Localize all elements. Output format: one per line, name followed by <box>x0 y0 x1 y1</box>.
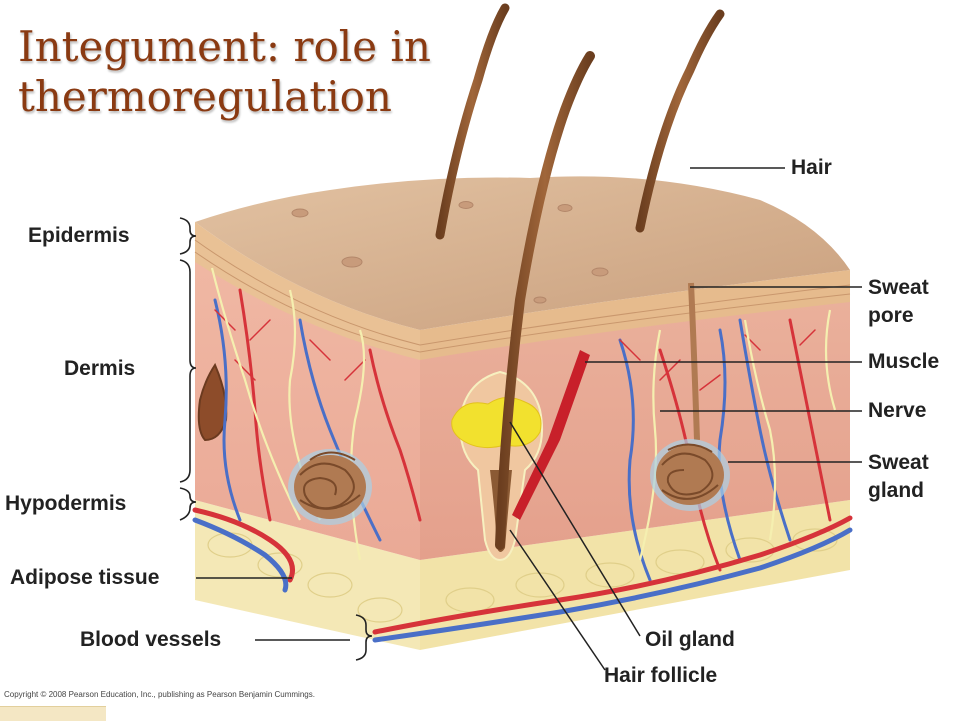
label-dermis: Dermis <box>64 357 136 380</box>
label-oil-gland: Oil gland <box>645 628 735 651</box>
arrector-pili-muscle <box>512 350 590 520</box>
surface-pores <box>291 201 609 304</box>
label-sweat-pore: Sweat pore <box>868 274 929 330</box>
leader-lines <box>196 167 862 671</box>
footer-strip <box>0 706 106 721</box>
label-hair-follicle: Hair follicle <box>604 664 718 687</box>
label-adipose-tissue: Adipose tissue <box>10 566 160 589</box>
label-hypodermis: Hypodermis <box>5 492 127 515</box>
epidermis-left-band <box>195 222 420 360</box>
hypodermis-left-face <box>195 500 420 650</box>
label-sweat-pore-line-1: Sweat <box>868 276 929 299</box>
label-sweat-gland: Sweat gland <box>868 449 929 505</box>
vessels-right <box>618 318 832 582</box>
label-muscle: Muscle <box>868 350 940 373</box>
epidermis-texture <box>194 239 851 353</box>
brackets <box>179 217 373 661</box>
sweat-gland-coil-left <box>288 449 372 525</box>
label-epidermis: Epidermis <box>28 224 130 247</box>
epidermis-right-band <box>420 270 850 360</box>
label-blood-vessels: Blood vessels <box>80 628 222 651</box>
label-sweat-gland-line-1: Sweat <box>868 451 929 474</box>
label-sweat-gland-line-2: gland <box>868 479 924 502</box>
skin-surface <box>195 176 850 330</box>
hairs <box>435 3 725 550</box>
sweat-gland-coil-right <box>650 282 730 511</box>
title-line-2: thermoregulation <box>18 72 392 121</box>
hypodermis-vessels <box>192 507 853 643</box>
copyright-notice: Copyright © 2008 Pearson Education, Inc.… <box>4 690 315 699</box>
hypodermis-right-face <box>420 500 850 650</box>
label-hair: Hair <box>791 156 832 179</box>
oil-gland-shape <box>451 397 542 449</box>
label-sweat-pore-line-2: pore <box>868 304 914 327</box>
title-line-1: Integument: role in <box>18 22 431 71</box>
label-nerve: Nerve <box>868 399 927 422</box>
slide-title: Integument: role in thermoregulation <box>18 22 431 122</box>
